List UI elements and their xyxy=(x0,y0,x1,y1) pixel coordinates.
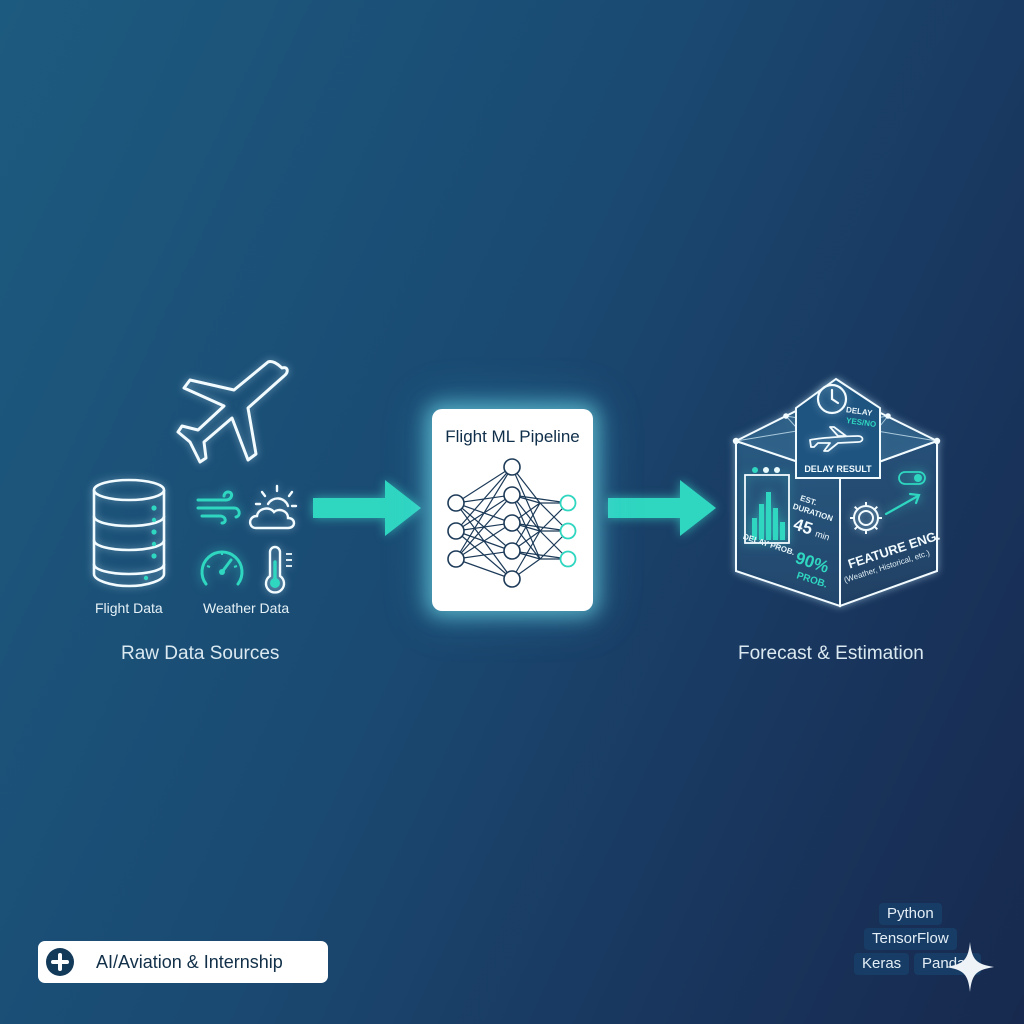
wind-icon xyxy=(196,490,241,525)
tag-python: Python xyxy=(879,903,942,925)
category-badge-text: AI/Aviation & Internship xyxy=(96,951,283,972)
speedometer-icon xyxy=(200,550,244,586)
plus-icon xyxy=(46,948,74,976)
tag-keras: Keras xyxy=(854,953,910,975)
database-icon xyxy=(92,478,166,588)
tag-tensorflow: TensorFlow xyxy=(864,928,957,950)
toggle-icon xyxy=(898,471,926,485)
gear-icon xyxy=(850,502,882,534)
forecast-estimation-label: Forecast & Estimation xyxy=(738,643,924,664)
airplane-small-icon xyxy=(809,426,864,452)
neural-network-icon xyxy=(447,458,577,588)
status-dots xyxy=(752,460,780,478)
bar-chart-icon xyxy=(744,474,790,544)
arrow-cycle-icon xyxy=(884,492,921,516)
raw-data-sources-label: Raw Data Sources xyxy=(121,643,280,664)
clock-icon xyxy=(816,383,848,415)
arrow-right-icon-2 xyxy=(608,480,716,536)
weather-data-label: Weather Data xyxy=(203,600,290,616)
flight-data-label: Flight Data xyxy=(95,600,163,616)
thermometer-icon xyxy=(264,545,292,594)
arrow-right-icon xyxy=(313,480,421,536)
category-badge: AI/Aviation & Internship xyxy=(38,941,328,983)
sparkle-icon xyxy=(946,942,994,992)
pipeline-card: Flight ML Pipeline xyxy=(432,409,593,611)
airplane-icon xyxy=(176,360,289,464)
pipeline-title: Flight ML Pipeline xyxy=(445,427,580,446)
forecast-cube xyxy=(732,377,941,608)
delay-result-label: DELAY RESULT xyxy=(804,464,872,474)
sun-cloud-icon xyxy=(248,484,298,530)
